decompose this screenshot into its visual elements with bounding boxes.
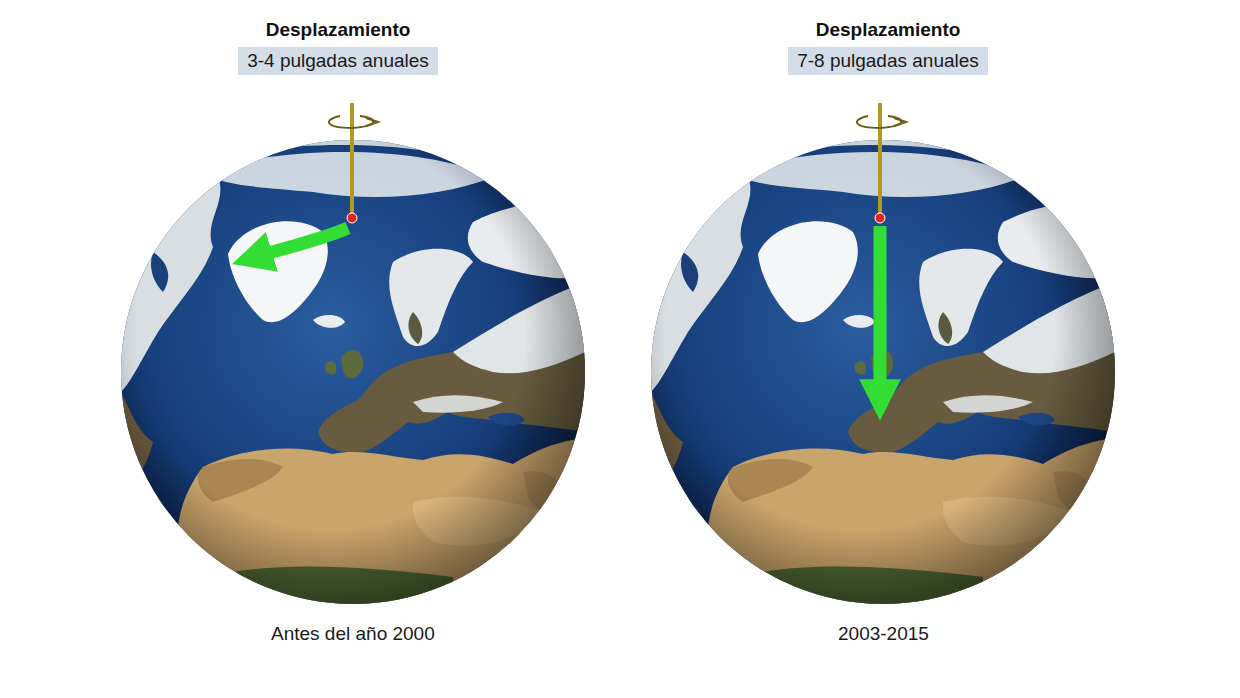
drift-arrow [874,226,887,400]
period-caption: Antes del año 2000 [271,622,435,646]
period-caption: 2003-2015 [838,622,929,646]
rotation-axis [329,103,378,218]
earth-globe [651,140,1115,604]
drift-arrow [252,228,348,258]
pole-dot [875,213,885,223]
pole-dot [347,213,357,223]
box-heading: Desplazamiento [236,18,440,42]
rate-label: 7-8 pulgadas anuales [788,47,988,75]
rotation-axis [857,103,906,218]
rate-label: 3-4 pulgadas anuales [238,47,438,75]
measure-box: Desplazamiento 7-8 pulgadas anuales [786,18,990,75]
box-heading: Desplazamiento [786,18,990,42]
measure-box: Desplazamiento 3-4 pulgadas anuales [236,18,440,75]
